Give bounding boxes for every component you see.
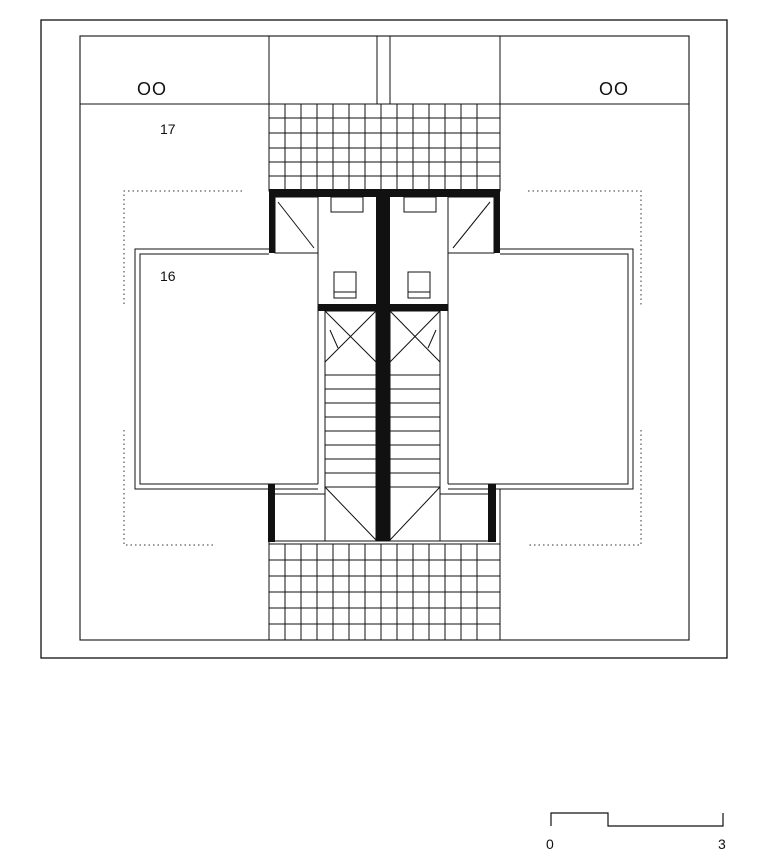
core-walls (274, 196, 495, 304)
top-strip (80, 36, 689, 105)
right-wing (447, 248, 634, 490)
site-boundary (40, 19, 728, 659)
scale-label-end: 3 (718, 836, 726, 852)
entry-zone (275, 493, 488, 542)
scale-label-start: 0 (546, 836, 554, 852)
fixture-label-left: OO (137, 79, 167, 99)
stair-right (389, 310, 441, 542)
dotted-outline-left (123, 190, 242, 546)
terrace-tiles-top (268, 103, 501, 192)
heavy-walls (268, 189, 500, 542)
fixture-label-right: OO (599, 79, 629, 99)
left-wing (134, 248, 319, 490)
terrace-tiles-bottom (268, 543, 501, 641)
stair-left (324, 310, 377, 542)
scale-bar (550, 812, 724, 827)
room-number-17: 17 (160, 121, 176, 137)
dotted-outline-right (528, 190, 642, 546)
room-number-16: 16 (160, 268, 176, 284)
